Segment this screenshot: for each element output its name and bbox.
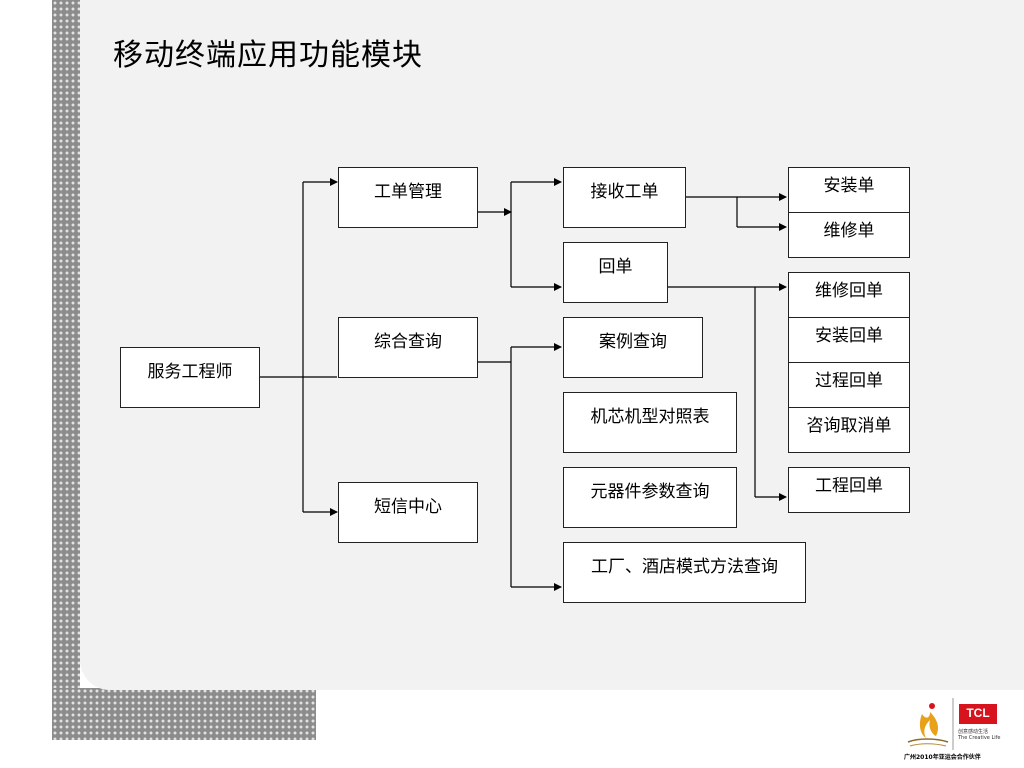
node-reply-order: 回单 xyxy=(563,242,668,303)
node-chassis-model-table: 机芯机型对照表 xyxy=(563,392,737,453)
asian-games-emblem-icon xyxy=(907,698,997,750)
node-case-query: 案例查询 xyxy=(563,317,703,378)
node-process-reply: 过程回单 xyxy=(788,362,910,408)
node-work-order-management: 工单管理 xyxy=(338,167,478,228)
node-install-reply: 安装回单 xyxy=(788,317,910,363)
node-sms-center: 短信中心 xyxy=(338,482,478,543)
page-title: 移动终端应用功能模块 xyxy=(113,38,423,73)
brand-tagline-en: The Creative Life xyxy=(958,735,1001,741)
node-service-engineer: 服务工程师 xyxy=(120,347,260,408)
node-repair-order: 维修单 xyxy=(788,212,910,258)
dotted-side-strip xyxy=(52,0,80,740)
node-install-order: 安装单 xyxy=(788,167,910,213)
node-repair-reply: 维修回单 xyxy=(788,272,910,318)
node-receive-order: 接收工单 xyxy=(563,167,686,228)
node-component-param-query: 元器件参数查询 xyxy=(563,467,737,528)
footer-logo: TCL 创意感动生活 The Creative Life 广州2010年亚运会合… xyxy=(900,694,1004,764)
brand-tagline-cn: 创意感动生活 xyxy=(958,729,989,735)
brand-logo: TCL xyxy=(966,706,990,720)
sponsor-note: 广州2010年亚运会合作伙伴 xyxy=(904,754,981,761)
node-project-reply: 工程回单 xyxy=(788,467,910,513)
node-general-query: 综合查询 xyxy=(338,317,478,378)
dotted-bottom-strip xyxy=(52,688,316,740)
node-consult-cancel: 咨询取消单 xyxy=(788,407,910,453)
node-factory-hotel-query: 工厂、酒店模式方法查询 xyxy=(563,542,806,603)
